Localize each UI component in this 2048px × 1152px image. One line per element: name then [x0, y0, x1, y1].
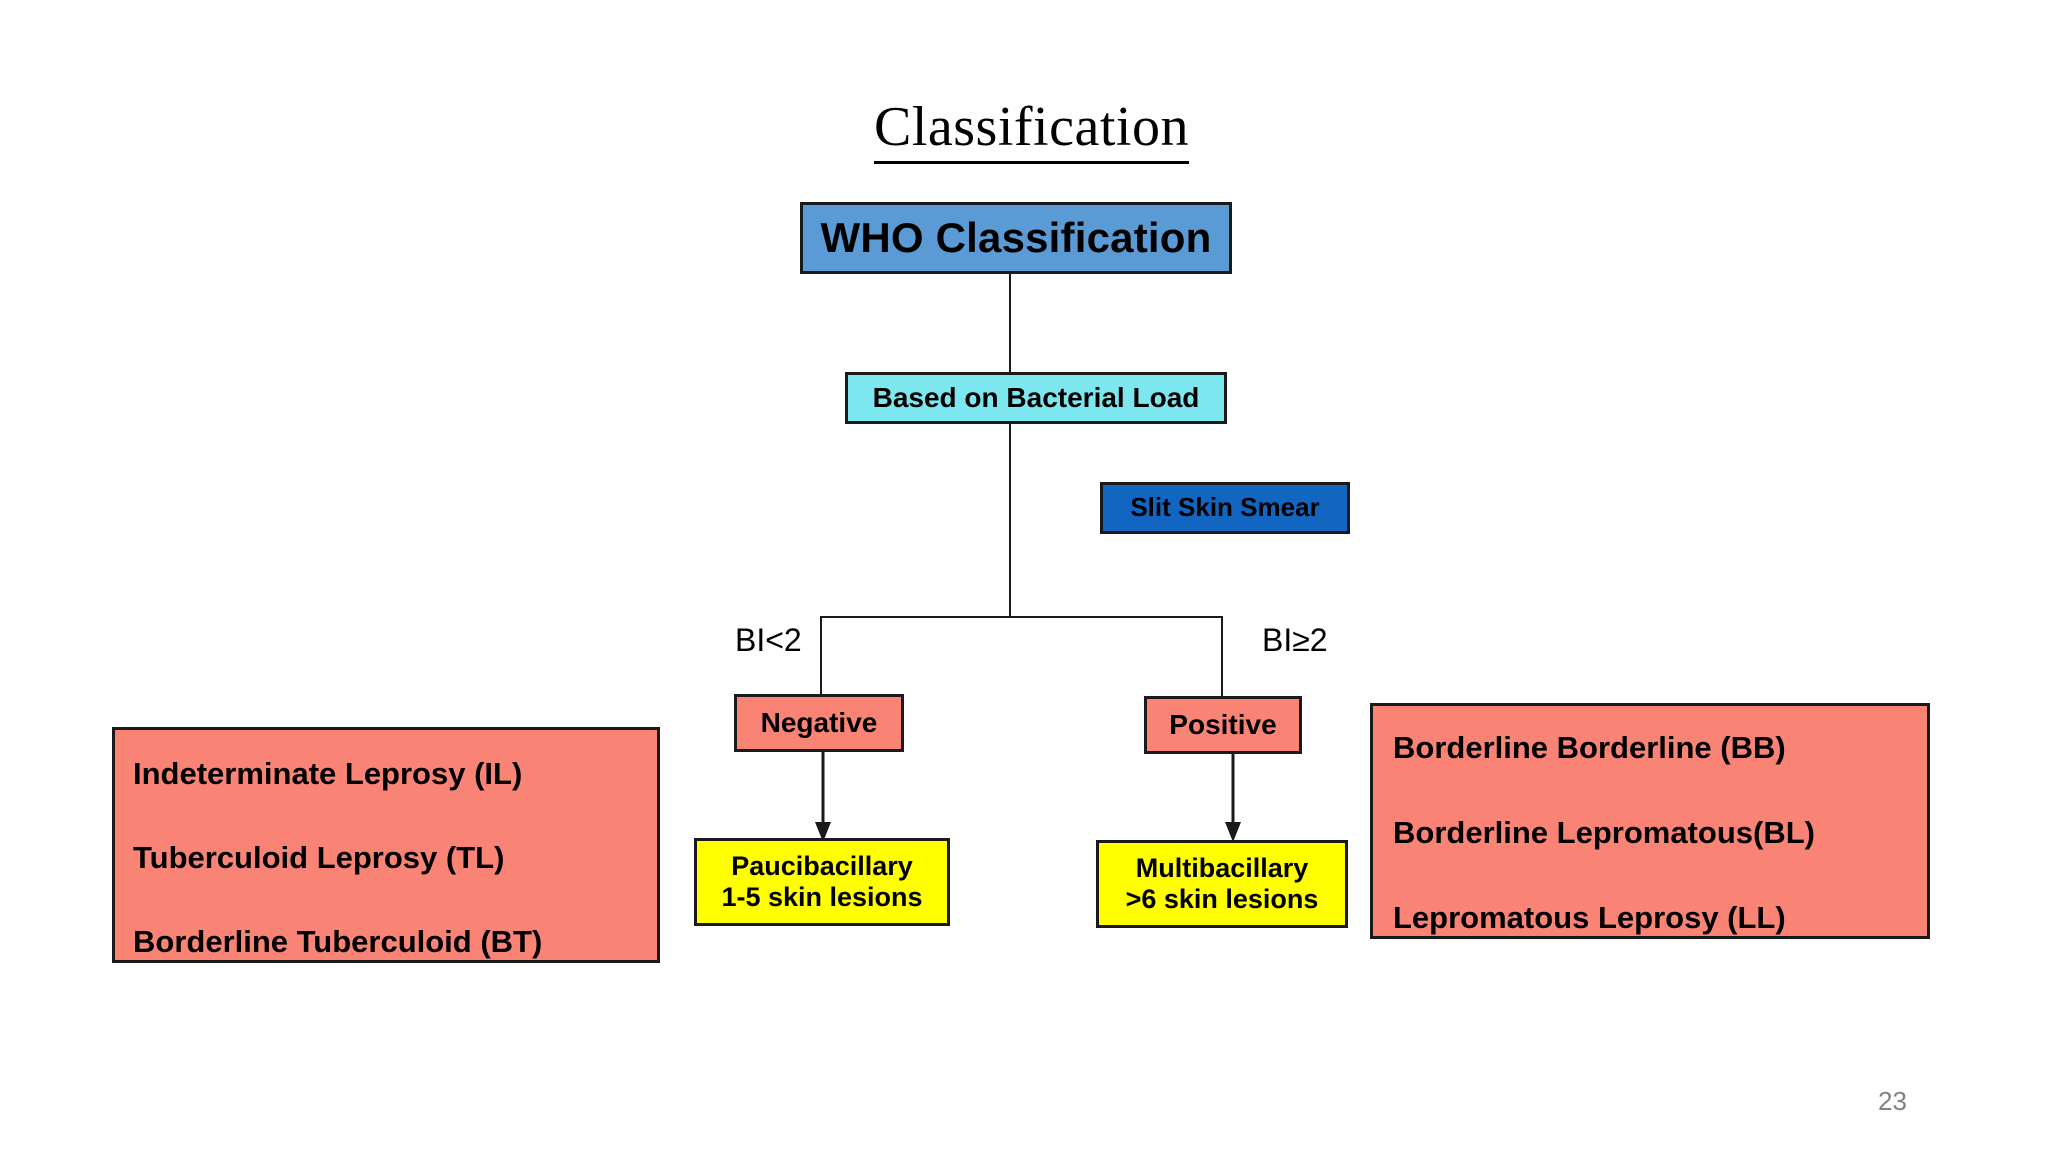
page-title: Classification	[874, 98, 1189, 164]
connector-who-to-load	[1009, 274, 1011, 372]
connector-load-trunk	[1009, 424, 1011, 617]
node-multibacillary[interactable]: Multibacillary >6 skin lesions	[1096, 840, 1348, 928]
arrow-negative-to-paucibacillary	[815, 752, 831, 842]
node-negative[interactable]: Negative	[734, 694, 904, 752]
node-who-classification-label: WHO Classification	[820, 213, 1212, 261]
list-item: Borderline Tuberculoid (BT)	[133, 924, 543, 959]
node-positive-label: Positive	[1169, 708, 1277, 740]
node-based-on-bacterial-load[interactable]: Based on Bacterial Load	[845, 372, 1227, 424]
list-item: Indeterminate Leprosy (IL)	[133, 756, 523, 791]
node-multibacillary-title: Multibacillary	[1135, 852, 1309, 883]
node-slit-skin-smear-label: Slit Skin Smear	[1130, 492, 1320, 523]
node-multibacillary-lesions: >6 skin lesions	[1125, 884, 1319, 914]
node-paucibacillary-title: Paucibacillary	[731, 850, 913, 881]
list-item: Tuberculoid Leprosy (TL)	[133, 840, 505, 875]
list-multibacillary-types[interactable]: Borderline Borderline (BB) Borderline Le…	[1370, 703, 1930, 939]
connector-branch-left	[820, 616, 822, 694]
edge-label-bi-less-than-2: BI<2	[735, 622, 802, 658]
page-title-text: Classification	[874, 98, 1189, 164]
connector-branch-horizontal	[820, 616, 1223, 618]
node-positive[interactable]: Positive	[1144, 696, 1302, 754]
list-paucibacillary-types[interactable]: Indeterminate Leprosy (IL) Tuberculoid L…	[112, 727, 660, 963]
node-negative-label: Negative	[760, 706, 878, 738]
list-item: Borderline Lepromatous(BL)	[1393, 815, 1815, 850]
arrow-positive-to-multibacillary	[1225, 754, 1241, 842]
node-paucibacillary-lesions: 1-5 skin lesions	[721, 882, 923, 912]
node-slit-skin-smear[interactable]: Slit Skin Smear	[1100, 482, 1350, 534]
node-based-on-bacterial-load-label: Based on Bacterial Load	[872, 381, 1200, 413]
connector-branch-right	[1221, 616, 1223, 696]
list-item: Lepromatous Leprosy (LL)	[1393, 900, 1786, 935]
node-paucibacillary[interactable]: Paucibacillary 1-5 skin lesions	[694, 838, 950, 926]
page-number: 23	[1878, 1086, 1907, 1116]
list-item: Borderline Borderline (BB)	[1393, 730, 1786, 765]
node-who-classification[interactable]: WHO Classification	[800, 202, 1232, 274]
edge-label-bi-greater-equal-2: BI≥2	[1262, 622, 1328, 658]
